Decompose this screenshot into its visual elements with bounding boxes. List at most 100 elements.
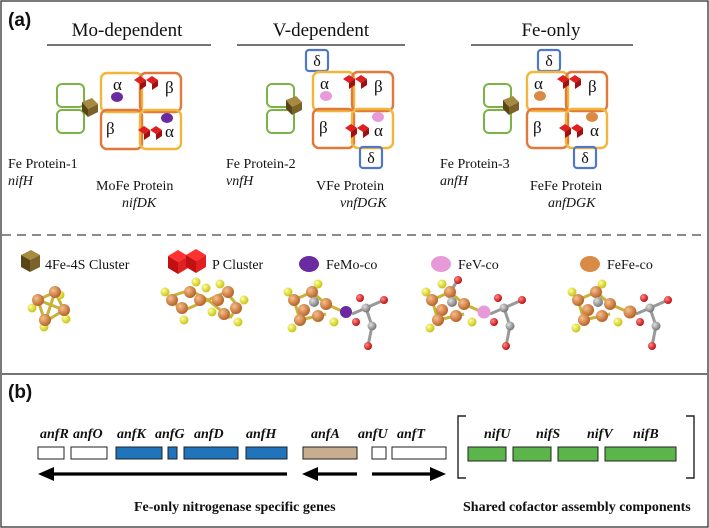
p-cluster-structure-icon (160, 277, 249, 327)
fe-protein-name: Fe Protein-1 (8, 157, 78, 172)
delta-label: δ (313, 53, 321, 70)
gene-box-anfH (245, 446, 288, 460)
protein-gene: nifDK (122, 196, 157, 211)
gene-box-anfR (37, 446, 65, 460)
fe-protein-subunit (56, 83, 85, 108)
fev-co-icon (320, 91, 332, 101)
shared-genes-bracket (457, 415, 695, 479)
gene-box-anfT (391, 446, 447, 460)
gene-label: anfR (40, 427, 69, 442)
group-header: V-dependent (273, 20, 370, 41)
fev-co-structure-icon (421, 276, 526, 350)
gene-label: anfT (397, 427, 426, 442)
protein-gene: anfDGK (548, 196, 596, 211)
subunit-label: β (106, 119, 115, 138)
protein-gene: vnfDGK (340, 196, 387, 211)
oval-icon (580, 256, 600, 272)
gene-label: anfG (155, 427, 185, 442)
subunit-label: β (165, 78, 174, 97)
direction-arrows (38, 467, 446, 481)
fefe-co-structure-icon (567, 279, 672, 350)
beta-subunit (138, 71, 183, 114)
legend-item-4fe4s: 4Fe-4S Cluster (21, 250, 130, 273)
legend-label: P Cluster (212, 258, 264, 273)
legend-label: FeV-co (458, 258, 499, 273)
caption-right: Shared cofactor assembly components (463, 500, 691, 515)
4fe4s-structure-icon (27, 286, 71, 332)
gene-label: anfK (117, 427, 147, 442)
gene-label: anfH (246, 427, 277, 442)
gene-box-anfG (167, 446, 178, 460)
delta-subunit (304, 48, 330, 73)
arrowhead-left-icon (38, 467, 54, 481)
femo-co-structure-icon (283, 279, 388, 350)
4fe4s-cluster-icon (82, 98, 98, 117)
subunit-label: α (374, 121, 383, 140)
gene-label: nifB (633, 427, 659, 442)
p-cluster-icon (343, 75, 367, 89)
gene-boxes-left (37, 446, 447, 460)
p-cluster-icon (138, 126, 162, 140)
right-bracket (686, 415, 695, 479)
group-header: Mo-dependent (72, 20, 184, 41)
gene-label: nifV (587, 427, 614, 442)
delta-subunit (572, 145, 598, 170)
legend: 4Fe-4S Cluster P Cluster FeMo-co FeV-co … (21, 249, 653, 274)
gene-box-anfU (371, 446, 387, 460)
subunit-label: α (320, 74, 329, 93)
legend-label: FeMo-co (326, 258, 377, 273)
beta-subunit (564, 70, 609, 113)
subunit-label: β (588, 77, 597, 96)
gene-label: nifS (536, 427, 560, 442)
alpha-subunit (525, 70, 570, 113)
gene-box-anfO (70, 446, 108, 460)
group-header: Fe-only (521, 20, 581, 41)
arrowhead-left-icon (302, 467, 318, 481)
fefe-co-icon (586, 112, 598, 122)
subunit-label: α (165, 122, 174, 141)
gene-label: anfA (311, 427, 340, 442)
protein-name: MoFe Protein (96, 179, 173, 194)
femo-co-icon (161, 113, 173, 123)
fe-protein-gene: vnfH (226, 174, 254, 189)
legend-item-femo-co: FeMo-co (299, 256, 377, 273)
fefe-co-icon (534, 91, 546, 101)
gene-labels-left: anfR anfO anfK anfG anfD anfH anfA anfU … (40, 427, 426, 442)
fe-protein-gene: nifH (8, 174, 34, 189)
arrowhead-right-icon (430, 467, 446, 481)
gene-labels-right: nifU nifS nifV nifB (484, 427, 659, 442)
fe-protein-gene: anfH (440, 174, 469, 189)
legend-item-p-cluster: P Cluster (168, 249, 264, 274)
double-cube-icon (168, 249, 206, 274)
fe-protein-subunit (266, 109, 295, 134)
delta-label: δ (545, 53, 553, 70)
legend-label: 4Fe-4S Cluster (45, 258, 130, 273)
panel-b-label: (b) (8, 382, 32, 403)
gene-box-anfD (183, 446, 239, 460)
group-fe-only: Fe-only δ α β β α δ Fe Protein-3 a (440, 20, 633, 211)
protein-name: VFe Protein (316, 179, 384, 194)
fe-protein-name: Fe Protein-3 (440, 157, 510, 172)
gene-box-anfA (302, 446, 358, 460)
legend-item-fefe-co: FeFe-co (580, 256, 653, 273)
gene-label: anfD (194, 427, 224, 442)
gene-box-nifB (604, 446, 677, 462)
group-mo-dependent: Mo-dependent α β β α Fe Protein-1 nifH (8, 20, 211, 211)
subunit-label: β (374, 77, 383, 96)
gene-box-nifV (557, 446, 599, 462)
oval-icon (431, 256, 451, 272)
subunit-label: β (319, 118, 328, 137)
oval-icon (299, 256, 319, 272)
gene-label: nifU (484, 427, 511, 442)
4fe4s-cluster-icon (503, 96, 519, 115)
alpha-subunit (99, 71, 144, 114)
fe-protein-subunit (483, 109, 512, 134)
subunit-label: α (113, 75, 122, 94)
subunit-label: α (534, 74, 543, 93)
legend-item-fev-co: FeV-co (431, 256, 499, 273)
gene-box-nifU (467, 446, 507, 462)
4fe4s-cluster-icon (286, 96, 302, 115)
panel-a-label: (a) (8, 10, 31, 31)
